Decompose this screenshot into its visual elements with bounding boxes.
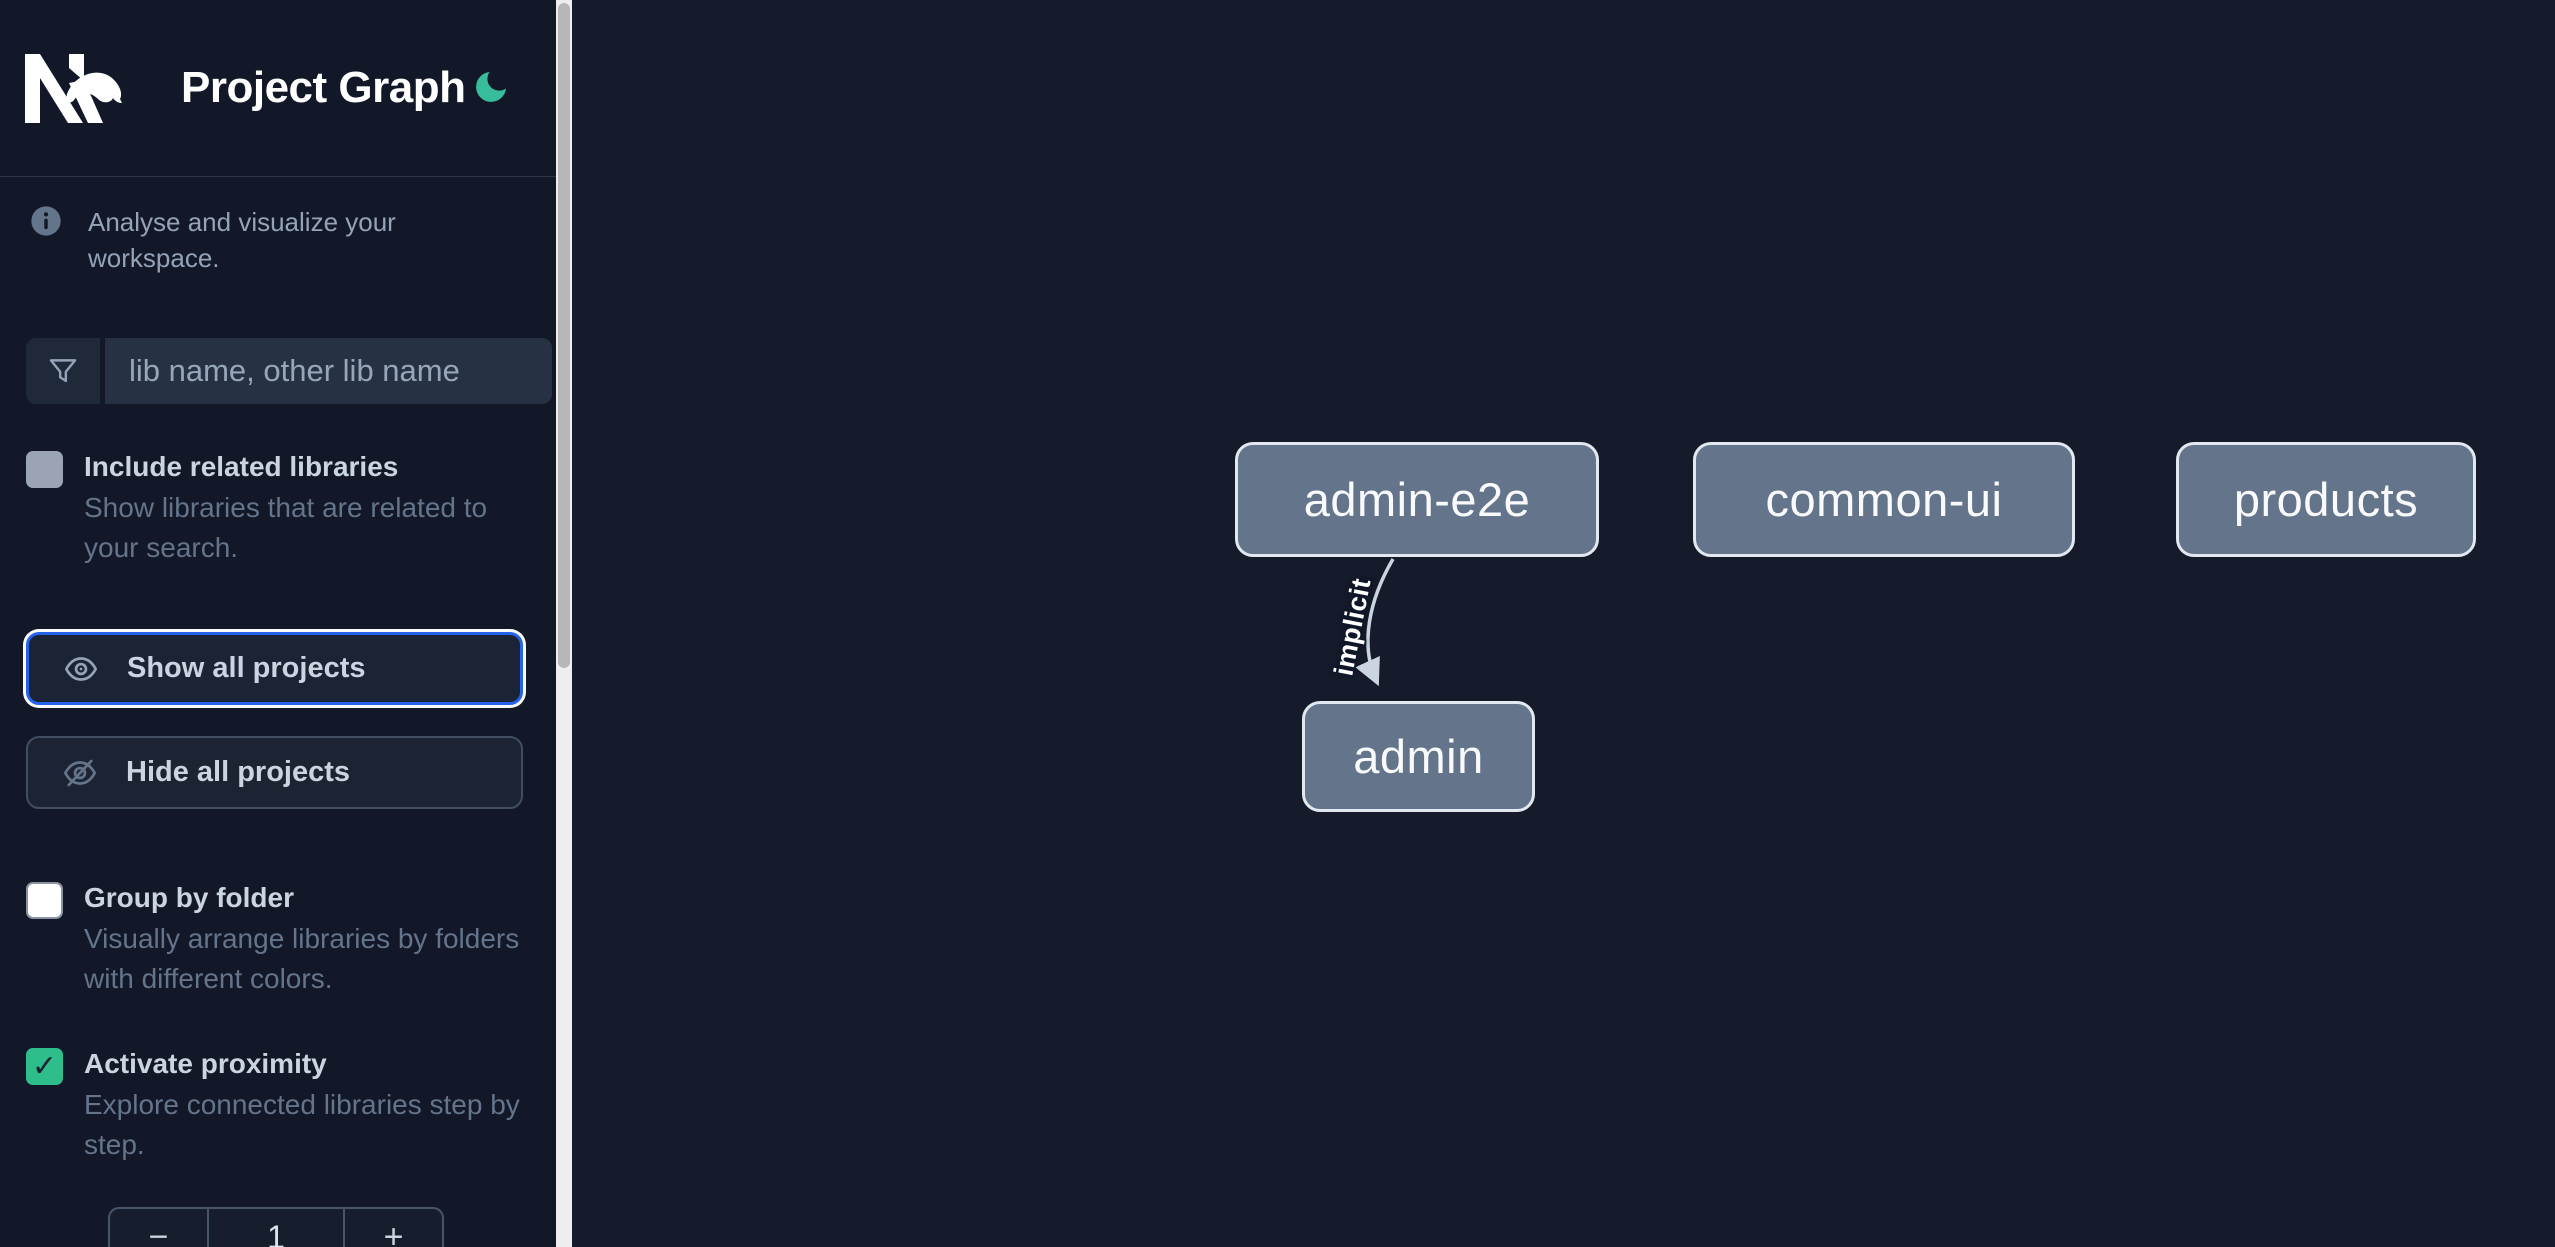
graph-edges bbox=[1355, 558, 1395, 687]
nx-logo bbox=[25, 54, 122, 123]
page-title: Project Graph bbox=[181, 63, 466, 112]
show-all-projects-button[interactable]: Show all projects bbox=[26, 632, 523, 705]
search-input[interactable] bbox=[105, 338, 552, 404]
include-related-checkbox[interactable] bbox=[26, 451, 63, 488]
project-filter bbox=[26, 338, 552, 404]
graph-node-admin-e2e[interactable]: admin-e2e bbox=[1235, 442, 1599, 557]
graph-node-admin[interactable]: admin bbox=[1302, 701, 1535, 812]
include-related-description: Show libraries that are related to your … bbox=[84, 492, 488, 563]
sidebar: Project Graph Analyse and visualize your… bbox=[0, 0, 556, 1247]
include-related-label[interactable]: Include related libraries bbox=[84, 451, 399, 482]
eye-icon bbox=[64, 656, 98, 681]
group-by-folder-option: Group by folder Visually arrange librari… bbox=[0, 879, 556, 999]
proximity-increment-button[interactable]: + bbox=[345, 1209, 442, 1247]
filter-icon-cell bbox=[26, 338, 100, 404]
include-related-option: Include related libraries Show libraries… bbox=[0, 448, 556, 568]
sidebar-header: Project Graph bbox=[0, 0, 556, 177]
sidebar-scrollbar-thumb[interactable] bbox=[558, 3, 570, 668]
edge-admin-e2e-admin bbox=[1355, 558, 1395, 687]
group-by-folder-label[interactable]: Group by folder bbox=[84, 882, 294, 913]
workspace-info: Analyse and visualize your workspace. bbox=[0, 177, 556, 276]
tagline-text: Analyse and visualize your workspace. bbox=[88, 207, 396, 273]
group-by-folder-checkbox[interactable] bbox=[26, 882, 63, 919]
graph-node-common-ui[interactable]: common-ui bbox=[1693, 442, 2075, 557]
activate-proximity-description: Explore connected libraries step by step… bbox=[84, 1089, 520, 1160]
activate-proximity-option: Activate proximity Explore connected lib… bbox=[0, 1045, 556, 1165]
group-by-folder-description: Visually arrange libraries by folders wi… bbox=[84, 923, 520, 994]
show-all-projects-label: Show all projects bbox=[127, 652, 366, 684]
hide-all-projects-label: Hide all projects bbox=[126, 756, 351, 788]
moon-icon bbox=[476, 71, 506, 102]
hide-all-projects-button[interactable]: Hide all projects bbox=[26, 736, 523, 809]
proximity-value: 1 bbox=[207, 1209, 345, 1247]
activate-proximity-label[interactable]: Activate proximity bbox=[84, 1048, 327, 1079]
sidebar-scrollbar-track[interactable] bbox=[556, 0, 572, 1247]
proximity-stepper: − 1 + bbox=[108, 1207, 444, 1247]
graph-node-products[interactable]: products bbox=[2176, 442, 2476, 557]
graph-canvas[interactable]: admin-e2e common-ui products store-e2e a… bbox=[572, 0, 2555, 1247]
funnel-icon bbox=[49, 359, 77, 383]
edge-label-implicit: implicit bbox=[1328, 575, 1377, 679]
eye-slash-icon bbox=[63, 759, 97, 786]
activate-proximity-checkbox[interactable] bbox=[26, 1048, 63, 1085]
info-icon bbox=[31, 206, 61, 236]
proximity-decrement-button[interactable]: − bbox=[110, 1209, 207, 1247]
theme-toggle-button[interactable] bbox=[469, 66, 513, 110]
